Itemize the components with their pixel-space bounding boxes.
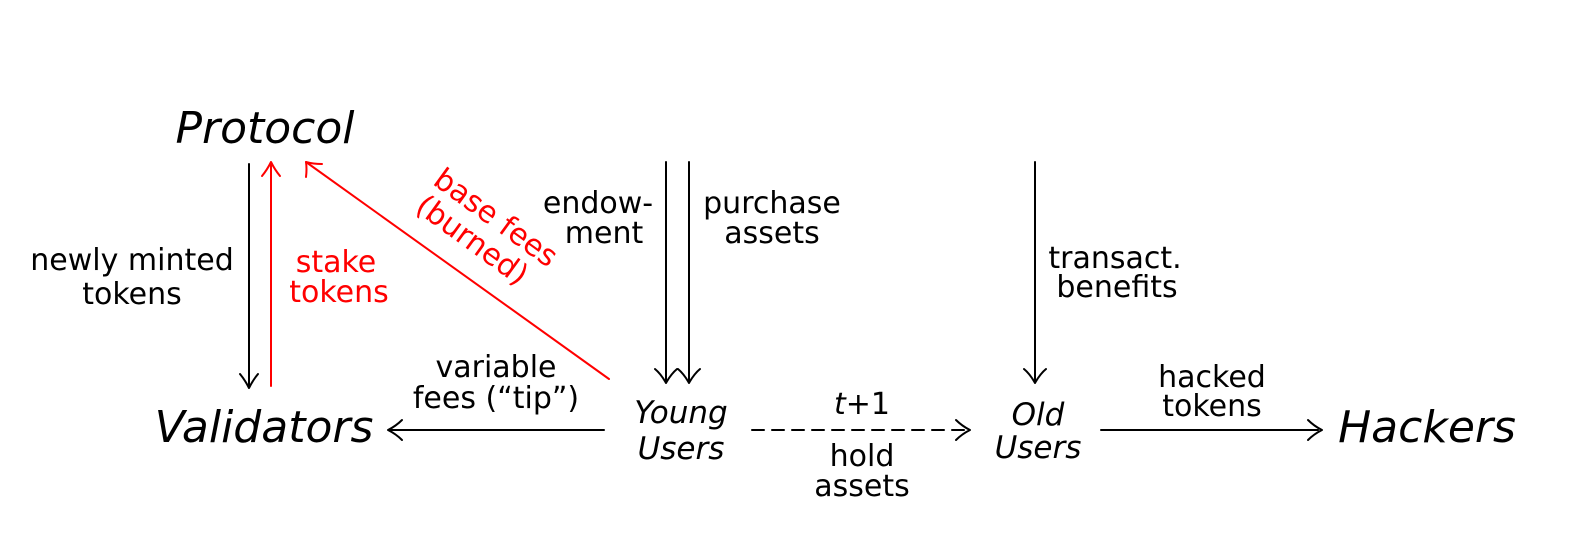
arrow-endowment: [654, 161, 678, 384]
arrow-newly-minted: [239, 163, 259, 389]
arrow-hacked-tokens: [1100, 419, 1323, 441]
node-old-users-line2: Users: [995, 430, 1082, 466]
arrow-stake-tokens: [261, 161, 281, 387]
label-transact-line2: benefits: [1056, 270, 1177, 305]
label-stake-line2: tokens: [289, 275, 389, 310]
label-time-step: t+1: [834, 387, 890, 422]
label-hold-line1: hold: [830, 439, 895, 474]
label-variable-fees-line1: variable: [435, 350, 556, 385]
label-purchase-line2: assets: [724, 216, 820, 251]
label-variable-fees-line2: fees (“tip”): [413, 381, 579, 416]
label-endowment-line2: ment: [565, 216, 644, 251]
label-stake-line1: stake: [296, 245, 377, 280]
label-transact-line1: transact.: [1048, 241, 1181, 276]
arrow-base-fees: [305, 161, 610, 380]
label-hacked-line1: hacked: [1158, 360, 1266, 395]
node-young-users-line2: Users: [638, 431, 725, 467]
arrow-variable-fees: [387, 419, 605, 441]
label-hold-line2: assets: [814, 469, 910, 504]
label-newly-minted-line1: newly minted: [30, 243, 233, 278]
node-hackers: Hackers: [1338, 402, 1516, 453]
arrow-hold-assets: [751, 419, 971, 441]
label-purchase-line1: purchase: [703, 186, 841, 221]
node-old-users-line1: Old: [1012, 397, 1065, 433]
label-newly-minted-line2: tokens: [82, 277, 182, 312]
label-hacked-line2: tokens: [1162, 389, 1262, 424]
label-base-fees: base fees (burned): [409, 162, 564, 293]
arrow-purchase-assets: [677, 161, 701, 384]
node-protocol: Protocol: [175, 103, 355, 154]
node-young-users-line1: Young: [634, 395, 727, 431]
arrow-transact-benefits: [1023, 161, 1047, 384]
label-endowment-line1: endow-: [543, 186, 653, 221]
node-validators: Validators: [155, 402, 374, 453]
